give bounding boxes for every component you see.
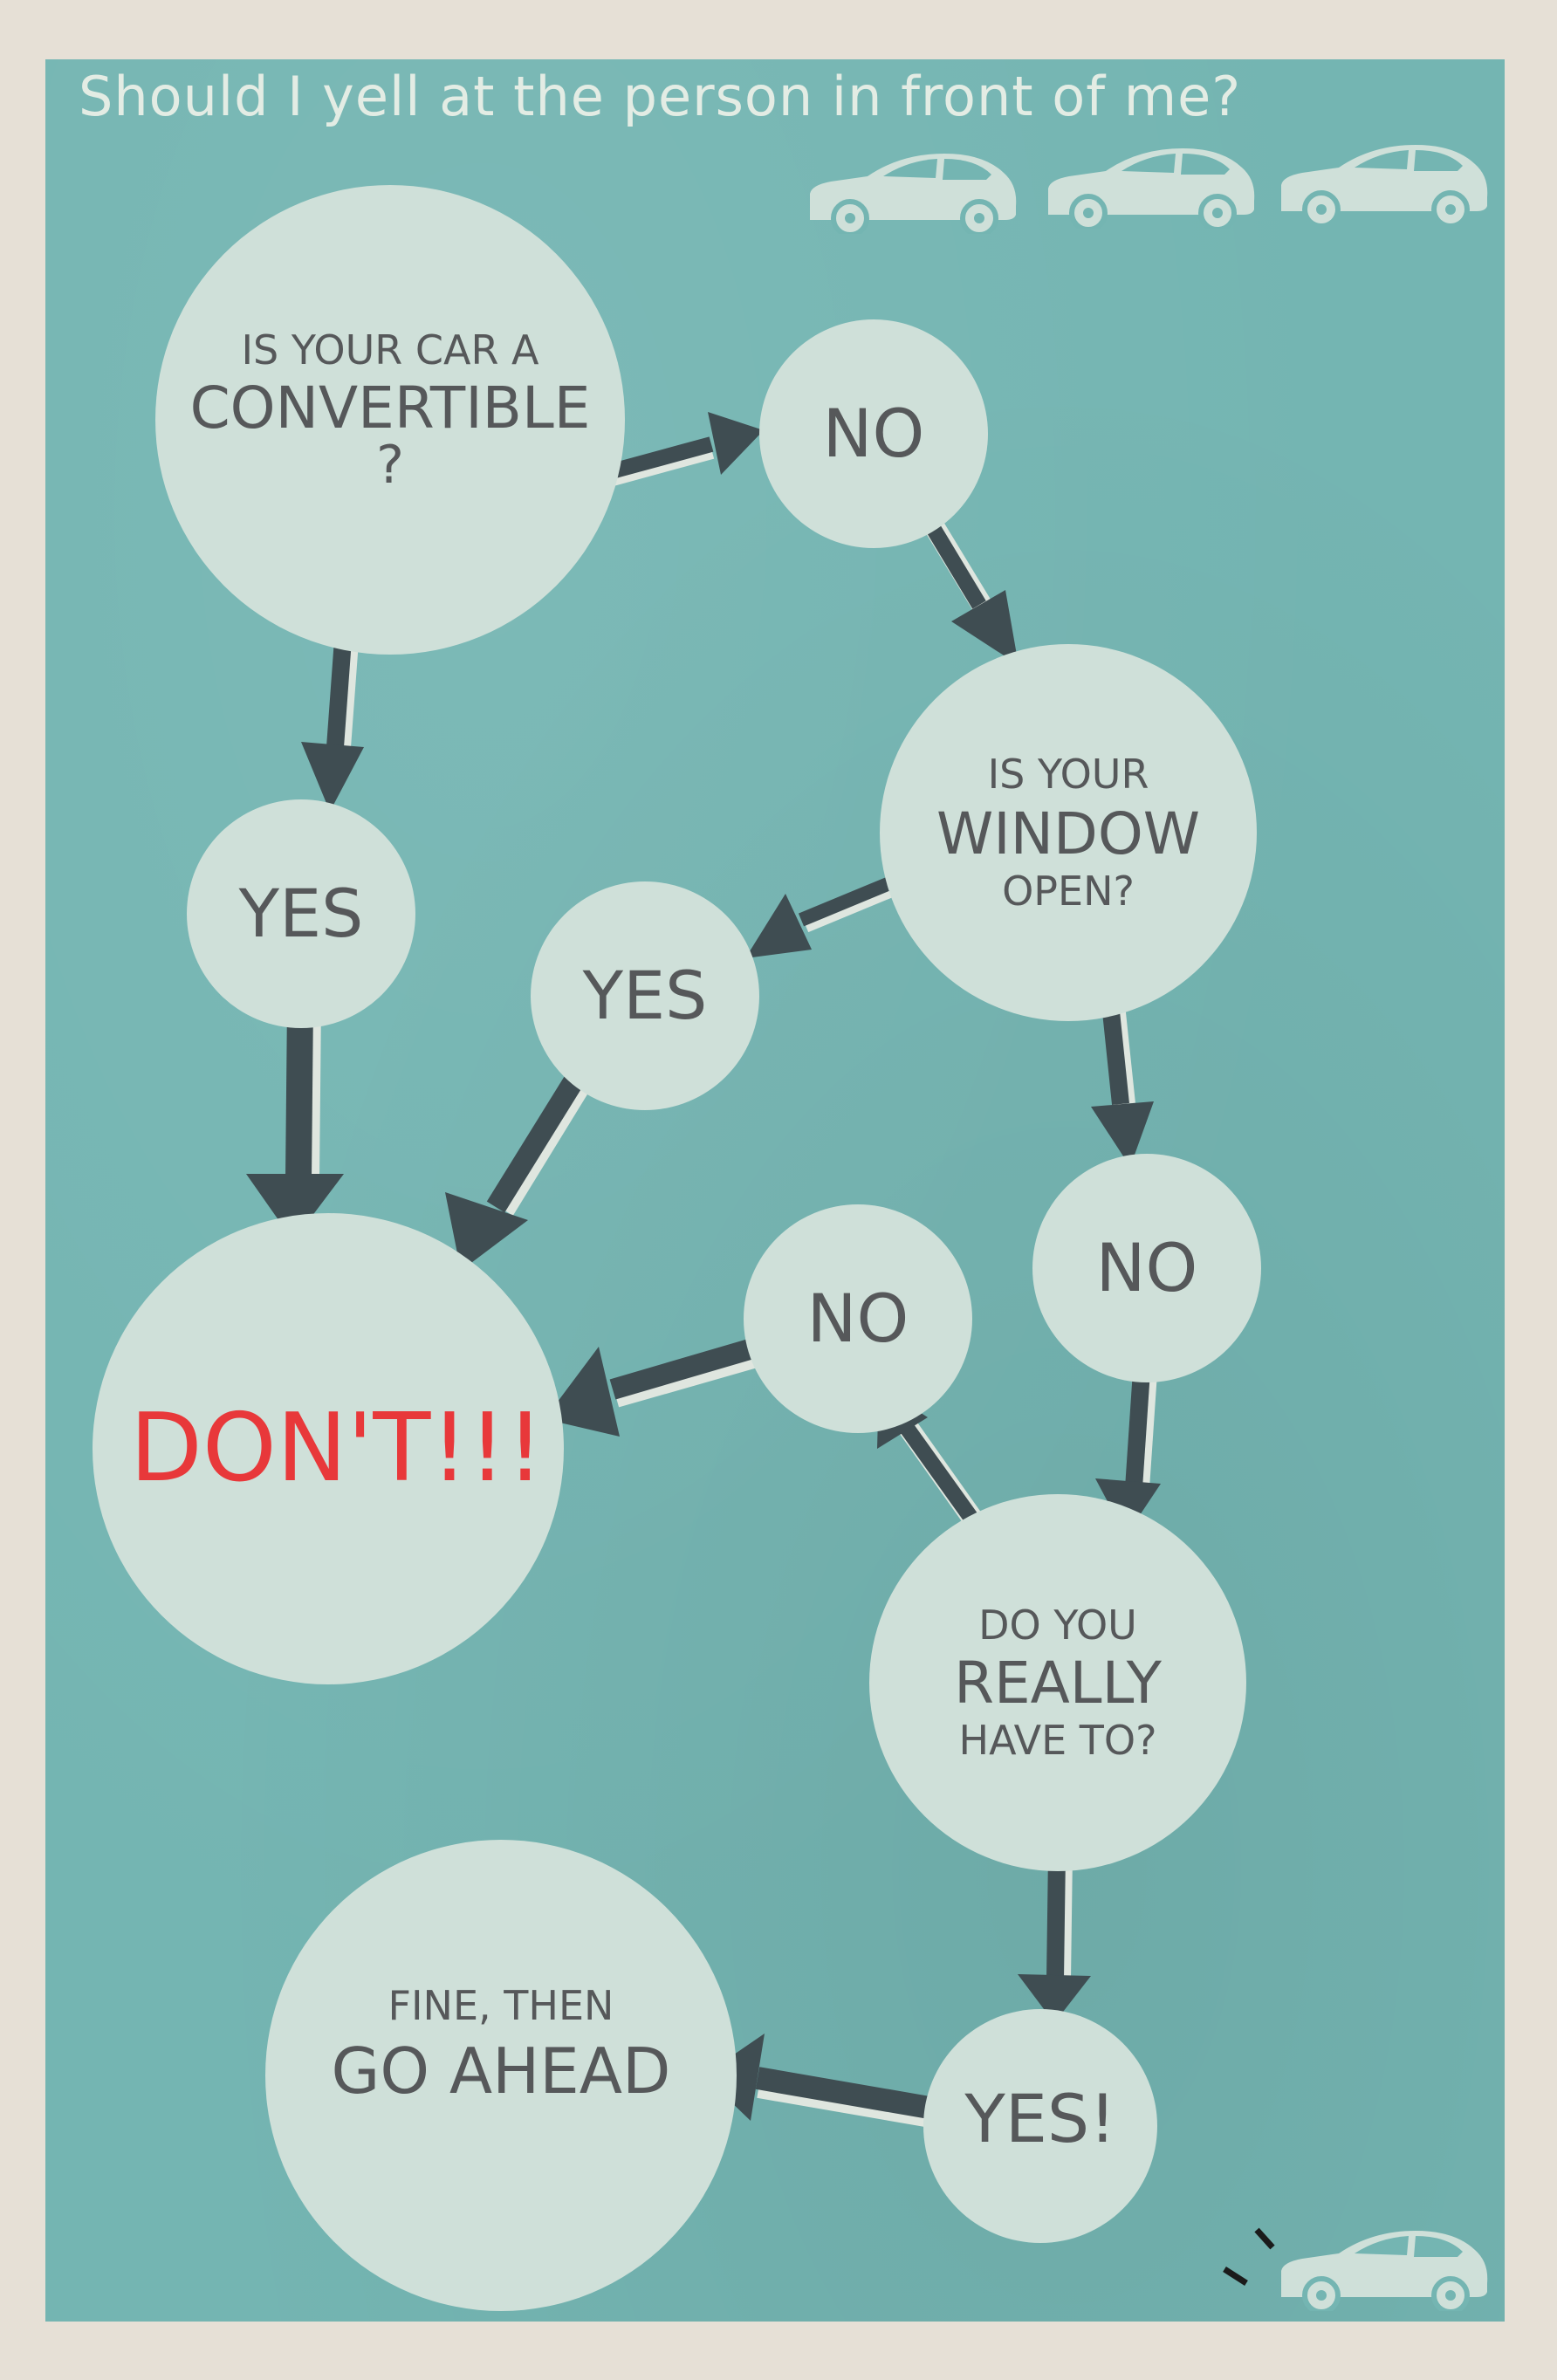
node-line: DO YOU	[978, 1602, 1137, 1650]
node-line: WINDOW	[936, 800, 1201, 868]
node-line: NO	[806, 1279, 909, 1358]
arrow-window-to-no	[1091, 993, 1154, 1167]
arrow-window-to-yes	[745, 873, 906, 958]
arrow-yes3-to-fine	[703, 2034, 949, 2130]
node-yes-3: YES!	[923, 2009, 1157, 2243]
node-line: FINE, THEN	[388, 1982, 614, 2030]
node-line: CONVERTIBLE	[189, 374, 591, 442]
node-dont: DON'T!!!	[93, 1213, 564, 1684]
node-yes-2: YES	[531, 881, 759, 1110]
arrow-convertible-to-no	[600, 412, 764, 488]
node-line: GO AHEAD	[331, 2034, 671, 2109]
node-line: REALLY	[954, 1650, 1162, 1718]
arrow-really-to-yes3	[1018, 1853, 1091, 2023]
node-line: NO	[822, 394, 925, 473]
node-line: YES!	[964, 2080, 1116, 2158]
arrow-convertible-to-yes	[301, 639, 364, 812]
arrow-no2-to-dont	[545, 1334, 772, 1437]
node-yes-1: YES	[187, 799, 415, 1028]
car-icon	[1281, 2231, 1488, 2311]
node-line: YES	[238, 874, 364, 953]
node-line: ?	[376, 435, 404, 497]
node-line: HAVE TO?	[958, 1716, 1157, 1764]
car-icon	[810, 154, 1017, 234]
node-no-2: NO	[744, 1204, 972, 1433]
page-title: Should I yell at the person in front of …	[79, 65, 1242, 128]
node-convertible-question: IS YOUR CAR A CONVERTIBLE ?	[155, 185, 625, 655]
dont-label: DON'T!!!	[129, 1394, 545, 1504]
node-line: YES	[582, 957, 708, 1035]
node-line: IS YOUR CAR A	[241, 326, 539, 374]
arrow-yes2-to-dont	[445, 1059, 600, 1271]
arrow-yes-to-dont	[246, 1003, 344, 1241]
node-line: OPEN?	[1002, 867, 1135, 915]
node-window-question: IS YOUR WINDOW OPEN?	[880, 644, 1257, 1021]
car-icon	[1281, 145, 1488, 225]
node-no-1: NO	[759, 319, 988, 548]
node-fine-go-ahead: FINE, THEN GO AHEAD	[265, 1840, 737, 2311]
honk-lines-icon	[1223, 2227, 1275, 2286]
node-line: NO	[1095, 1229, 1198, 1307]
node-no-3: NO	[1032, 1154, 1261, 1382]
node-line: IS YOUR	[987, 751, 1149, 799]
arrow-no-to-window	[918, 511, 1019, 665]
node-really-question: DO YOU REALLY HAVE TO?	[869, 1494, 1246, 1871]
car-icon	[1048, 148, 1255, 229]
